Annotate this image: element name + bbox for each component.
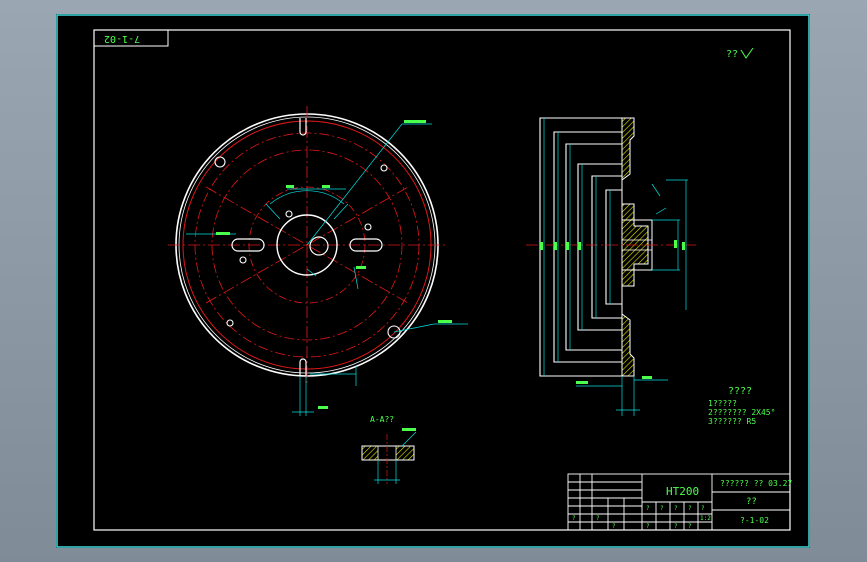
hole-small-4 — [380, 164, 388, 172]
outer-frame — [56, 14, 810, 548]
side-dim-glyphs — [540, 240, 685, 250]
tech-note-line: 2??????? 2X45° — [708, 408, 776, 417]
title-cell: ? — [688, 505, 692, 512]
drawing-number-mirrored: 7-1-02 — [104, 33, 141, 44]
central-bore-inner — [309, 236, 329, 256]
tech-note-line: 3?????? R5 — [708, 417, 757, 426]
center-lines — [168, 106, 446, 386]
title-cell: ? — [701, 505, 705, 512]
section-a-a-view — [361, 431, 417, 484]
section-hatch-left — [361, 445, 379, 461]
drawing-number-box — [93, 29, 169, 47]
title-block — [567, 473, 791, 531]
section-dimensions — [374, 431, 417, 484]
front-view — [168, 106, 468, 416]
inner-frame — [93, 29, 791, 531]
title-cell: ? — [660, 505, 664, 512]
section-hatch-right — [395, 445, 415, 461]
title-cell: ? — [596, 515, 600, 522]
cad-drawing — [56, 14, 810, 548]
title-drawing-number: ?-1-02 — [740, 516, 769, 525]
hole-small-1 — [285, 210, 293, 218]
title-material: HT200 — [666, 485, 700, 498]
tech-note-line: 1????? — [708, 399, 737, 408]
title-cell: ? — [646, 523, 650, 530]
title-cell: ? — [674, 505, 678, 512]
title-part-name: ?? — [746, 497, 757, 507]
drawing-sheet[interactable]: 7-1-02 ?? A-A?? ???? 1????? 2??????? 2X4… — [56, 14, 810, 548]
top-slot — [299, 118, 307, 136]
front-dimensions — [186, 123, 468, 416]
section-label: A-A?? — [370, 415, 395, 424]
title-cell: ? — [646, 505, 650, 512]
right-slot — [349, 238, 383, 252]
side-section-view — [526, 117, 696, 416]
hole-small-3 — [364, 223, 372, 231]
central-bore — [276, 214, 338, 276]
title-cell: ? — [572, 515, 576, 522]
hole-top-left — [214, 156, 226, 168]
title-cell: ? — [688, 523, 692, 530]
roughness-symbol-icon — [740, 48, 754, 59]
title-cell: ? — [612, 523, 616, 530]
roughness-note: ?? — [726, 49, 739, 60]
title-cell: 1:2 — [700, 515, 711, 522]
bottom-slot — [299, 358, 307, 376]
title-scale-label: ?????? ?? 03.27 — [720, 479, 793, 488]
left-slot — [231, 238, 265, 252]
side-dimensions — [543, 118, 688, 416]
front-dim-glyphs — [216, 120, 652, 431]
title-cell: ? — [674, 523, 678, 530]
hole-small-5 — [226, 319, 234, 327]
hole-bottom-right — [387, 325, 401, 339]
hole-small-2 — [239, 256, 247, 264]
side-wall-hatch — [621, 117, 649, 377]
tech-notes-title: ???? — [728, 386, 753, 397]
